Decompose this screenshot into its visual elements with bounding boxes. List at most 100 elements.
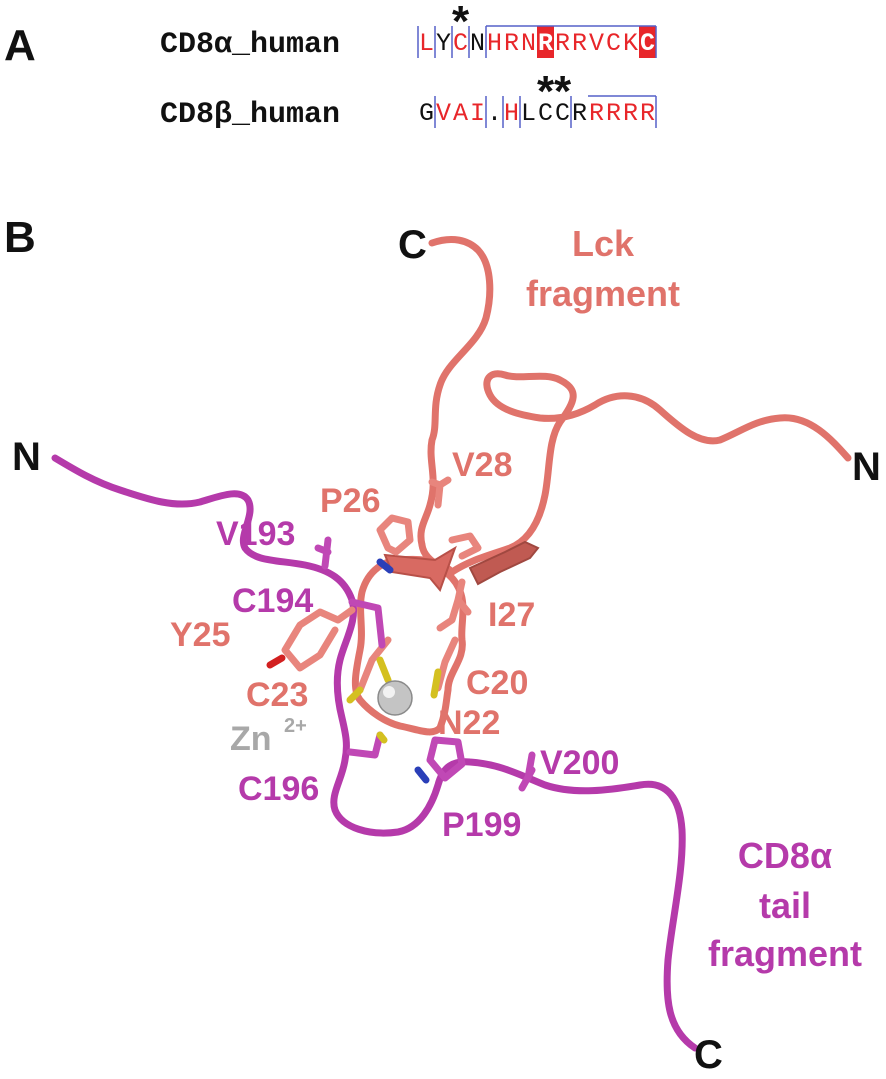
cd8a-title-line-2: tail: [759, 885, 811, 926]
residue-letter: G: [419, 99, 434, 128]
residue-cell: H: [486, 25, 503, 58]
residue-letter: R: [504, 29, 519, 58]
sequence-name-cd8a: CD8α_human: [160, 28, 340, 62]
residue-letter: L: [419, 29, 434, 58]
residue-cell: .: [487, 99, 502, 128]
c196-side-chain: [346, 731, 384, 759]
residue-cell: A: [453, 99, 468, 128]
residue-cell: Y: [434, 26, 451, 58]
residue-letter: Y: [436, 29, 451, 58]
residue-cell: C*: [554, 67, 572, 128]
residue-letter: R: [640, 99, 655, 128]
residue-cell: R: [605, 95, 622, 128]
nitrogen-p26: [376, 558, 394, 574]
residue-letter: C: [640, 29, 655, 58]
residue-cell: H: [502, 96, 521, 128]
label-c194: C194: [232, 582, 313, 620]
residue-cell: C*: [451, 0, 470, 58]
cd8a-title-line-3: fragment: [708, 933, 862, 974]
cysteine-star-marker: *: [554, 67, 572, 116]
residue-letter: K: [623, 29, 638, 58]
lck-fragment-title: Lck fragment: [526, 223, 680, 314]
conserved-residue-background: [639, 26, 656, 58]
residue-cell: V: [434, 96, 451, 128]
c194-side-chain: [348, 598, 386, 649]
sulfur-c196: [376, 731, 388, 744]
residue-cell: C: [605, 25, 622, 58]
residue-cell: L: [417, 26, 434, 58]
residue-letter: H: [487, 29, 502, 58]
cysteine-star-marker: *: [537, 67, 555, 116]
nitrogen-p199: [414, 766, 430, 784]
residue-letter: V: [436, 99, 451, 128]
zinc-label-text: Zn: [230, 720, 272, 758]
cd8a-c-terminus-label: C: [694, 1033, 723, 1077]
residue-letter: N: [470, 29, 485, 58]
label-c23: C23: [246, 676, 308, 714]
atom-highlights: [266, 558, 442, 784]
sulfur-c23: [346, 686, 364, 704]
v193-side-chain: [314, 536, 332, 570]
residue-cell: N: [470, 26, 487, 58]
residue-cell: R: [572, 99, 587, 128]
residue-letter: C: [538, 99, 553, 128]
residue-letter: C: [555, 99, 570, 128]
residue-cell: I: [470, 96, 487, 128]
lck-title-line-2: fragment: [526, 273, 680, 314]
residue-letter: L: [521, 99, 536, 128]
label-v193: V193: [216, 515, 295, 553]
lck-n-terminus-label: N: [852, 445, 881, 489]
residue-cell: N: [520, 25, 537, 58]
panel-a-letter: A: [4, 21, 36, 70]
c20-side-chain: [434, 636, 459, 692]
residue-letter: A: [453, 99, 468, 128]
lck-beta-strands: [383, 540, 540, 592]
residue-letter: .: [487, 99, 502, 128]
v200-side-chain: [518, 751, 536, 792]
residue-cell: R: [622, 95, 639, 128]
label-y25: Y25: [170, 616, 231, 654]
p26-ring: [376, 514, 414, 556]
v28-side-chain: [428, 476, 452, 509]
residue-cell: R: [639, 95, 657, 128]
residue-cell: C*: [537, 67, 555, 128]
residue-cell: V: [588, 25, 605, 58]
label-v200: V200: [540, 744, 619, 782]
residue-letter: R: [623, 99, 638, 128]
cd8a-residue-labels: V193 C194 C196 V200 P199: [216, 515, 619, 844]
lck-side-chains: [281, 476, 482, 694]
residue-letter: R: [606, 99, 621, 128]
residue-cell: G: [419, 99, 434, 128]
residue-letter: N: [521, 29, 536, 58]
cd8a-backbone: [51, 454, 699, 1052]
residue-letter: R: [555, 29, 570, 58]
zinc-label: Zn 2+: [230, 715, 307, 758]
cd8a-side-chains: [314, 536, 536, 792]
residue-letter: C: [453, 29, 468, 58]
label-i27: I27: [488, 596, 535, 634]
residue-letter: R: [538, 29, 553, 58]
lck-title-line-1: Lck: [572, 223, 635, 264]
lck-loop-sticks: [448, 532, 482, 560]
cd8a-n-terminus-label: N: [12, 435, 41, 479]
label-n22: N22: [438, 704, 500, 742]
residue-cell: K: [622, 25, 639, 58]
lck-residue-labels: V28 P26 I27 Y25 C23 C20 N22: [170, 446, 535, 742]
i27-side-chain: [436, 578, 472, 632]
residue-letter: I: [470, 99, 485, 128]
conserved-residue-background: [537, 26, 554, 58]
residue-letter: R: [572, 99, 587, 128]
label-v28: V28: [452, 446, 513, 484]
residue-letter: H: [504, 99, 519, 128]
residue-cell: R: [537, 25, 554, 58]
residue-cell: C: [639, 25, 657, 58]
residue-cell: R: [588, 95, 605, 128]
lck-c-terminus-label: C: [398, 223, 427, 267]
cd8a-title-line-1: CD8α: [738, 835, 832, 876]
zinc-charge: 2+: [284, 715, 307, 737]
